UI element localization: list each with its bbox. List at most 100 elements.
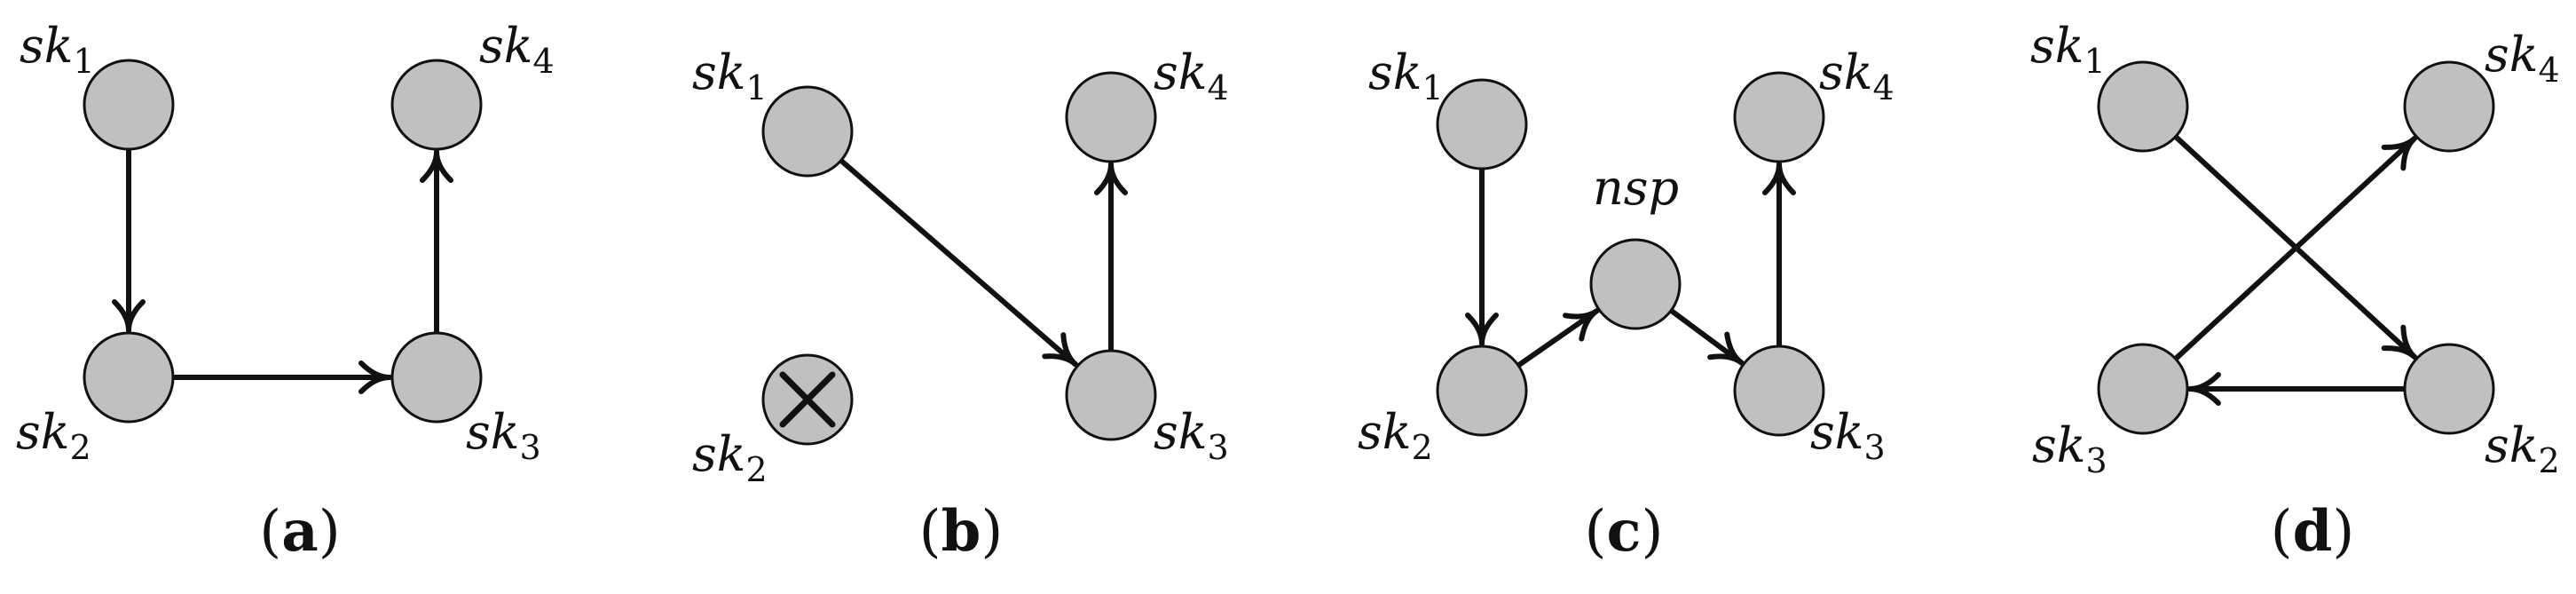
- node-circle-c-sk3: [1733, 345, 1825, 437]
- node-circle-c-sk1: [1436, 78, 1528, 170]
- node-label-sub-a-sk2: 2: [69, 428, 91, 467]
- node-circle-a-sk3: [390, 331, 483, 424]
- node-label-sub-a-sk3: 3: [519, 428, 540, 467]
- node-c-sk3: [1733, 345, 1825, 437]
- node-label-c-sk4: sk4: [1819, 44, 1895, 107]
- node-label-a-sk1: sk1: [20, 18, 95, 81]
- node-label-base-b-sk3: sk: [1154, 404, 1207, 460]
- node-circle-a-sk4: [390, 59, 483, 151]
- node-label-base-c-sk3: sk: [1810, 404, 1863, 460]
- node-label-sub-d-sk4: 4: [2538, 51, 2559, 90]
- node-a-sk1: [83, 59, 175, 151]
- node-label-sub-c-sk4: 4: [1872, 68, 1894, 107]
- edge-c-sk2-to-nsp: [1516, 308, 1600, 368]
- node-label-base-a-sk1: sk: [20, 18, 73, 74]
- node-b-sk4: [1065, 71, 1157, 163]
- node-label-d-sk2: sk2: [2485, 417, 2560, 480]
- node-c-sk2: [1436, 345, 1528, 437]
- node-label-sub-b-sk1: 1: [745, 68, 767, 107]
- edge-d-sk3-to-sk4: [2172, 135, 2418, 362]
- node-d-sk1: [2097, 60, 2189, 153]
- node-label-base-c-sk2: sk: [1358, 404, 1411, 460]
- node-circle-c-nsp: [1589, 238, 1682, 330]
- node-label-b-sk1: sk1: [692, 44, 768, 107]
- node-label-base-d-sk2: sk: [2485, 417, 2538, 473]
- node-d-sk2: [2403, 343, 2495, 435]
- node-d-sk4: [2403, 60, 2495, 153]
- node-label-sub-a-sk1: 1: [73, 42, 94, 81]
- node-label-d-sk1: sk1: [2030, 18, 2106, 81]
- node-circle-b-sk1: [761, 85, 854, 178]
- node-a-sk2: [83, 331, 175, 424]
- node-label-base-b-sk1: sk: [692, 44, 745, 100]
- node-a-sk4: [390, 59, 483, 151]
- node-circle-c-sk2: [1436, 345, 1528, 437]
- failed-x-icon-b-sk2: [779, 371, 836, 428]
- node-circle-a-sk2: [83, 331, 175, 424]
- node-label-base-a-sk4: sk: [479, 18, 532, 74]
- node-circle-d-sk3: [2097, 343, 2189, 435]
- node-b-sk1: [761, 85, 854, 178]
- node-label-base-d-sk4: sk: [2485, 27, 2538, 83]
- node-label-sub-b-sk2: 2: [745, 450, 767, 489]
- panel-caption-a: (a): [259, 498, 340, 565]
- panel-caption-letter-b: b: [941, 498, 981, 565]
- node-label-a-sk3: sk3: [466, 404, 541, 467]
- node-label-d-sk3: sk3: [2032, 417, 2107, 480]
- captions-layer: (a) (b) (c) (d): [259, 498, 2354, 565]
- node-label-base-c-nsp: nsp: [1593, 160, 1679, 216]
- node-label-b-sk4: sk4: [1154, 44, 1229, 107]
- panel-caption-c: (c): [1585, 498, 1664, 565]
- node-label-base-a-sk3: sk: [466, 404, 519, 460]
- node-label-base-b-sk2: sk: [692, 426, 745, 482]
- node-label-d-sk4: sk4: [2485, 27, 2560, 90]
- node-circle-b-sk4: [1065, 71, 1157, 163]
- node-label-c-sk3: sk3: [1810, 404, 1886, 467]
- edge-b-sk1-to-sk3: [838, 157, 1078, 368]
- panel-caption-letter-c: c: [1607, 498, 1642, 565]
- node-label-sub-d-sk2: 2: [2538, 441, 2559, 480]
- node-b-sk2: [761, 353, 854, 446]
- node-a-sk3: [390, 331, 483, 424]
- node-label-c-nsp: nsp: [1593, 160, 1679, 216]
- node-c-sk1: [1436, 78, 1528, 170]
- panel-caption-letter-d: d: [2293, 498, 2333, 565]
- node-circle-c-sk4: [1733, 71, 1825, 163]
- node-c-sk4: [1733, 71, 1825, 163]
- node-label-base-b-sk4: sk: [1154, 44, 1207, 100]
- node-label-sub-b-sk4: 4: [1207, 68, 1228, 107]
- edges-layer: [129, 133, 2418, 389]
- node-label-b-sk3: sk3: [1154, 404, 1229, 467]
- node-label-sub-a-sk4: 4: [532, 42, 554, 81]
- node-circle-b-sk3: [1065, 349, 1157, 441]
- node-label-sub-d-sk3: 3: [2085, 441, 2107, 480]
- panel-caption-d: (d): [2271, 498, 2355, 565]
- node-d-sk3: [2097, 343, 2189, 435]
- node-label-base-d-sk3: sk: [2032, 417, 2085, 473]
- node-label-sub-b-sk3: 3: [1207, 428, 1228, 467]
- node-label-sub-c-sk1: 1: [1422, 68, 1443, 107]
- node-label-sub-c-sk3: 3: [1863, 428, 1885, 467]
- node-circle-d-sk1: [2097, 60, 2189, 153]
- node-label-base-c-sk4: sk: [1819, 44, 1872, 100]
- node-label-base-d-sk1: sk: [2030, 18, 2084, 74]
- panel-caption-b: (b): [919, 498, 1004, 565]
- panel-caption-letter-a: a: [281, 498, 318, 565]
- node-label-sub-d-sk1: 1: [2084, 42, 2105, 81]
- node-label-a-sk4: sk4: [479, 18, 555, 81]
- node-circle-d-sk4: [2403, 60, 2495, 153]
- node-circle-a-sk1: [83, 59, 175, 151]
- edge-c-nsp-to-sk3: [1668, 307, 1745, 366]
- node-label-sub-c-sk2: 2: [1411, 428, 1432, 467]
- node-label-base-c-sk1: sk: [1368, 44, 1422, 100]
- node-label-c-sk1: sk1: [1368, 44, 1444, 107]
- node-b-sk3: [1065, 349, 1157, 441]
- node-label-c-sk2: sk2: [1358, 404, 1433, 467]
- node-c-nsp: [1589, 238, 1682, 330]
- node-circle-d-sk2: [2403, 343, 2495, 435]
- nodes-layer: [83, 59, 2495, 446]
- node-label-a-sk2: sk2: [16, 404, 91, 467]
- node-label-b-sk2: sk2: [692, 426, 768, 489]
